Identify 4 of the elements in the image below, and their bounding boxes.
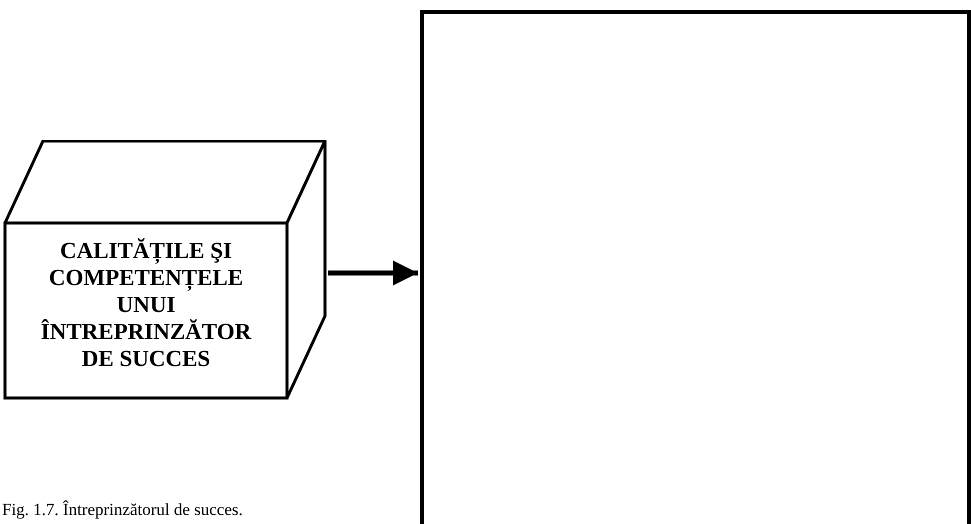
arrow — [328, 260, 418, 286]
caption: Fig. 1.7. Întreprinzătorul de succes. — [2, 500, 243, 520]
box-label: CALITĂȚILE ŞI COMPETENȚELE UNUI ÎNTREPRINZĂTOR DE SUCCES — [40, 237, 252, 372]
empty-box — [420, 10, 971, 524]
